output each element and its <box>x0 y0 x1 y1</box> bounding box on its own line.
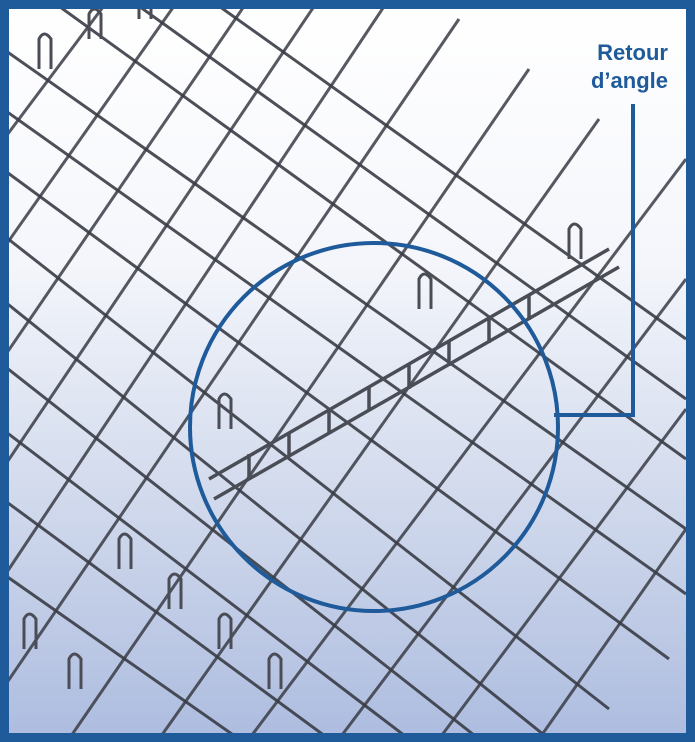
callout-leader-line <box>554 104 635 417</box>
tray-cross-wires <box>9 9 686 733</box>
highlight-circle <box>188 241 560 613</box>
callout-label: Retour d’angle <box>538 39 668 95</box>
callout-line-1: Retour <box>597 40 668 65</box>
tray-edge-loops <box>22 9 583 689</box>
tray-longitudinal-wires <box>9 9 686 733</box>
corner-return-rail <box>208 247 620 501</box>
wire-mesh-cable-tray-icon <box>9 9 686 733</box>
callout-line-2: d’angle <box>590 68 668 93</box>
